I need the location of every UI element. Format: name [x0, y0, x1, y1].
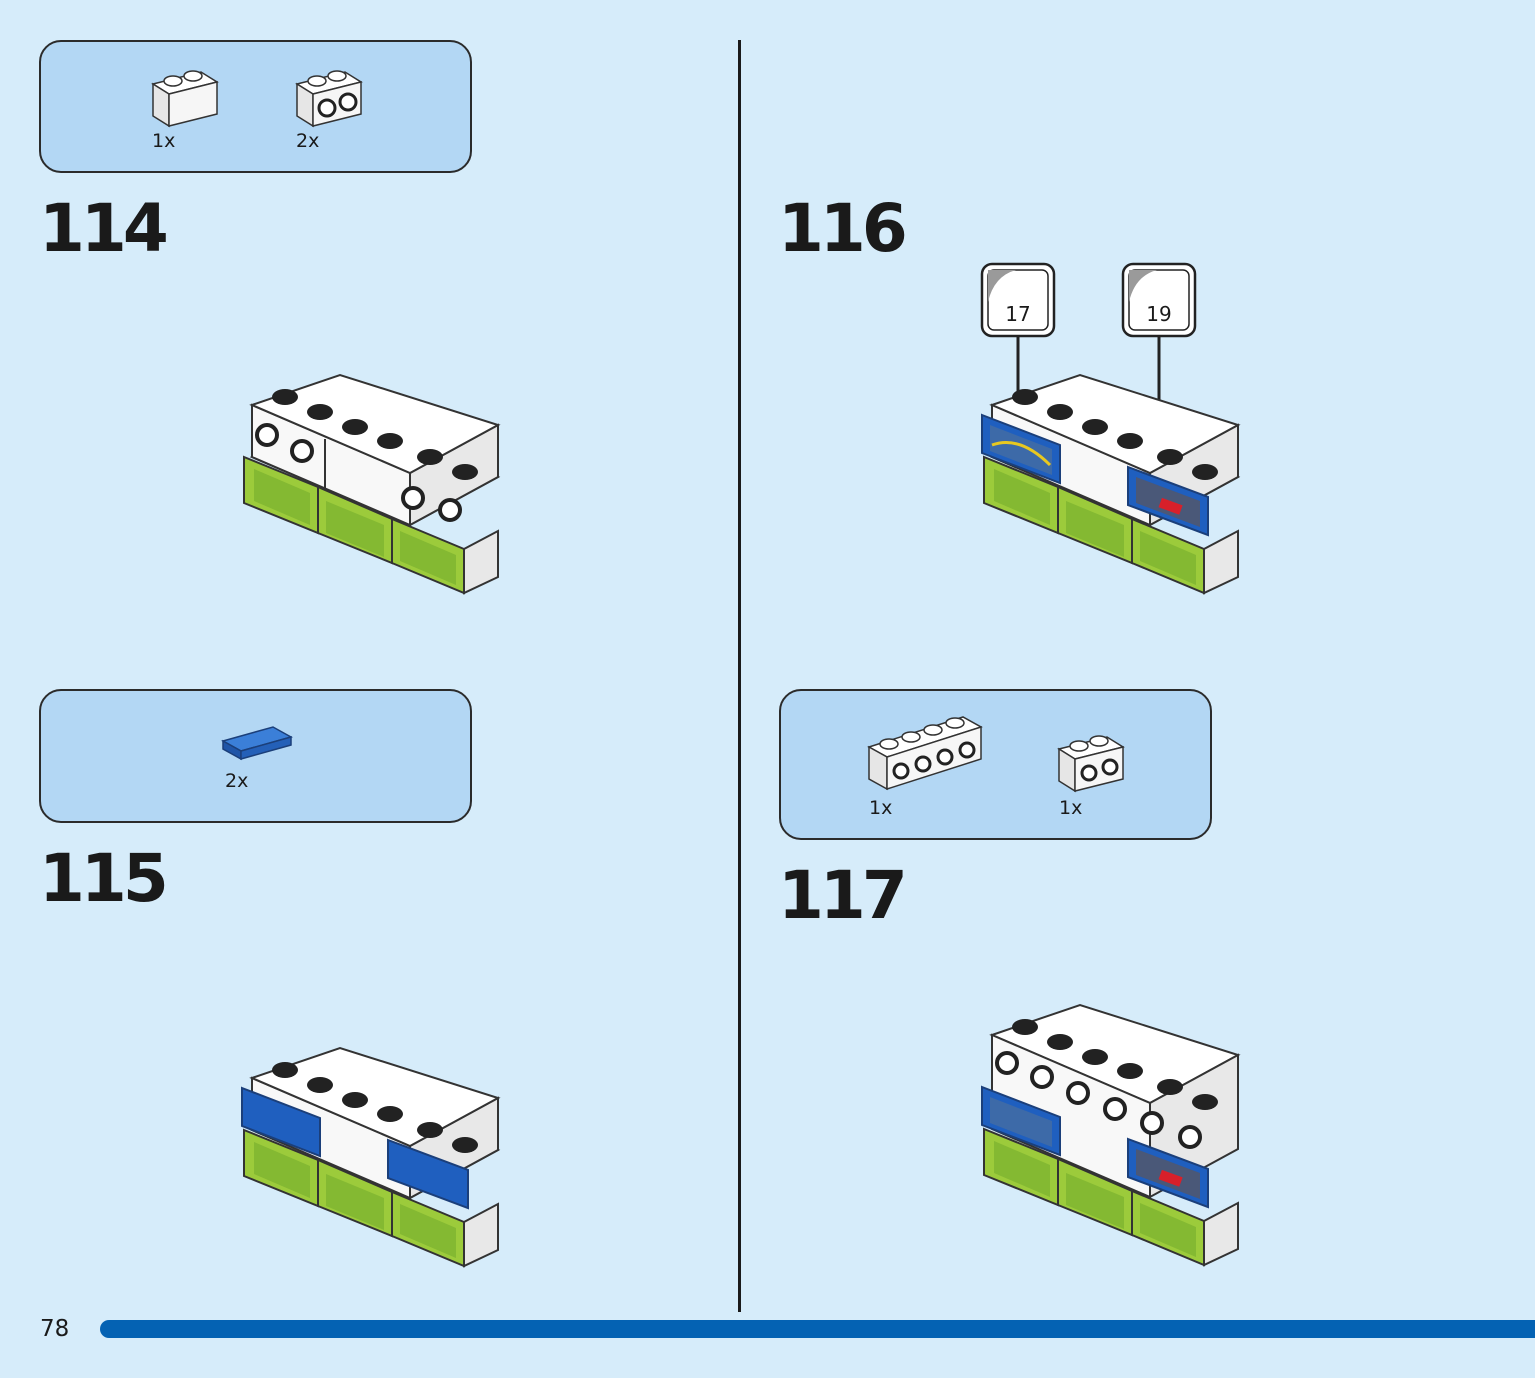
- build-illustration-116: [981, 373, 1241, 595]
- sticker-callout-17: [980, 262, 1056, 439]
- step-number-115: 115: [39, 840, 169, 917]
- parts-box-115: 2x: [39, 689, 472, 823]
- step-number-114: 114: [39, 190, 169, 267]
- build-illustration-117: [981, 1003, 1241, 1267]
- part-qty: 1x: [869, 797, 893, 819]
- brick-1x2-side-studs-white-icon: [1057, 735, 1125, 793]
- page-number: 78: [40, 1316, 70, 1342]
- brick-1x2-white-icon: [151, 70, 219, 128]
- parts-box-114: 1x 2x: [39, 40, 472, 173]
- progress-bar: [100, 1320, 1535, 1338]
- part-qty: 2x: [296, 130, 320, 152]
- parts-box-117: 1x 1x: [779, 689, 1212, 840]
- part-qty: 1x: [152, 130, 176, 152]
- brick-1x2-side-studs-white-icon: [295, 70, 363, 128]
- sticker-number: 19: [1146, 302, 1172, 326]
- part-qty: 2x: [225, 770, 249, 792]
- build-illustration-114: [243, 373, 501, 595]
- part-qty: 1x: [1059, 797, 1083, 819]
- step-number-117: 117: [778, 857, 908, 934]
- build-illustration-115: [241, 1046, 501, 1268]
- step-number-116: 116: [778, 190, 908, 267]
- tile-1x2-blue-icon: [221, 726, 293, 761]
- brick-1x4-side-studs-white-icon: [867, 716, 983, 791]
- sticker-number: 17: [1005, 302, 1031, 326]
- column-divider: [738, 40, 741, 1312]
